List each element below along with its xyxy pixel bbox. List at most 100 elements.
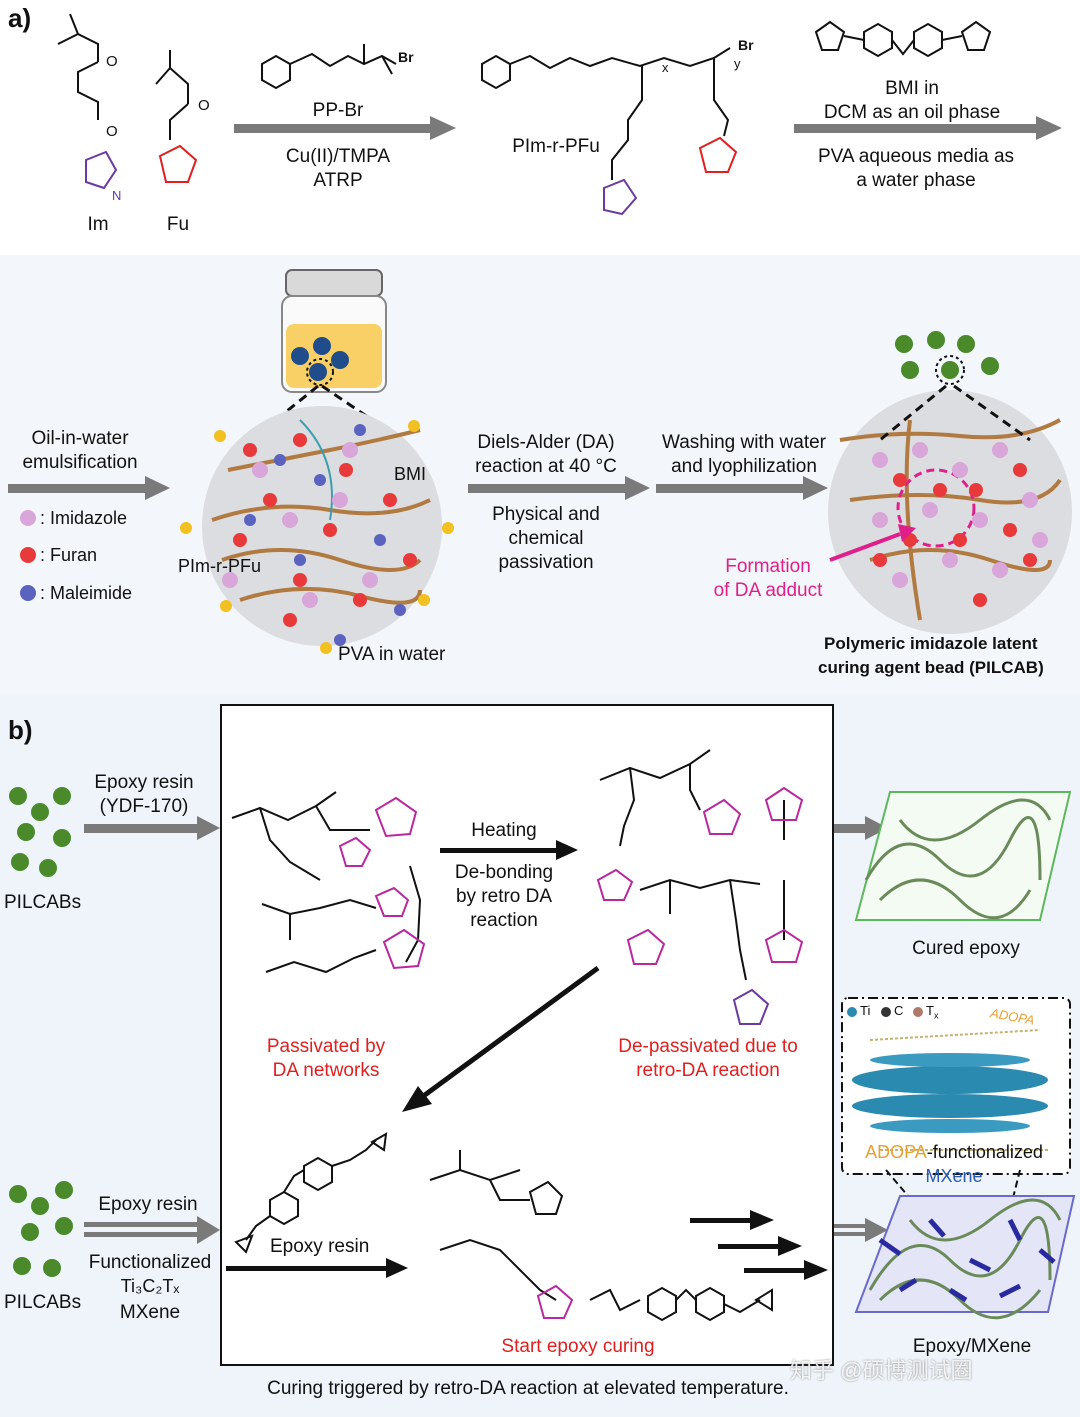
maleimide-dot	[354, 424, 366, 436]
furan-dot	[233, 533, 247, 547]
arrow-epoxy-top	[84, 816, 220, 840]
arrows-triple	[690, 1210, 828, 1280]
pva-surfactant-head	[180, 522, 192, 534]
furan-dot	[383, 493, 397, 507]
label-debond-3: reaction	[470, 910, 538, 931]
arrow-epoxy-bottom	[84, 1216, 220, 1244]
bmi-structure	[814, 20, 992, 58]
svg-text:x: x	[662, 60, 669, 75]
label-functionalized: Functionalized	[88, 1252, 212, 1273]
furan-dot	[339, 463, 353, 477]
label-pilcab-2: curing agent bead (PILCAB)	[818, 658, 1044, 677]
label-passivation-2: chemical	[508, 528, 584, 549]
imidazole-dot	[302, 592, 318, 608]
furan-legend-dot	[20, 547, 36, 563]
svg-text:N: N	[112, 188, 121, 203]
label-ppbr: PP-Br	[312, 100, 364, 121]
furan-dot	[293, 433, 307, 447]
label-epoxy-mxene: Epoxy/MXene	[912, 1336, 1032, 1357]
furan-maleimide-adduct	[969, 483, 983, 497]
imidazole-dot	[332, 492, 348, 508]
label-im: Im	[87, 214, 109, 235]
bead-dots-left	[222, 424, 417, 646]
jar-icon	[281, 269, 387, 393]
legend-tx-main: T	[926, 1003, 934, 1018]
label-wash-2: and lyophilization	[671, 456, 817, 477]
imidazole-dot	[912, 442, 928, 458]
legend-c: C	[894, 1003, 904, 1018]
pva-surfactant-head	[320, 642, 332, 654]
imidazole-dot	[252, 462, 268, 478]
label-debond-2: by retro DA	[455, 886, 553, 907]
furan-dot	[263, 493, 277, 507]
label-passivation-3: passivation	[498, 552, 594, 573]
pva-surfactant-head	[220, 600, 232, 612]
label-mxene-bottom: MXene	[119, 1302, 181, 1323]
label-pilcabs-top: PILCABs	[4, 892, 82, 913]
copolymer-imidazole-ring	[603, 178, 638, 216]
maleimide-dot	[394, 604, 406, 616]
imidazole-dot	[222, 572, 238, 588]
label-adduct-1: Formation	[725, 556, 811, 577]
maleimide-dot	[314, 474, 326, 486]
panel-b-label: b)	[8, 715, 33, 745]
label-bmi-oil: DCM as an oil phase	[823, 102, 1001, 123]
label-heating: Heating	[471, 820, 537, 841]
svg-text:O: O	[198, 97, 210, 114]
furan-maleimide-adduct	[973, 593, 987, 607]
depassivated-rings	[596, 786, 804, 965]
pva-surfactant-head	[442, 522, 454, 534]
maleimide-dot	[274, 454, 286, 466]
furan-dot	[323, 523, 337, 537]
legend-tx-sub: x	[933, 1010, 939, 1021]
imidazole-dot	[892, 572, 908, 588]
label-fu: Fu	[166, 214, 190, 235]
pilcab-bead	[828, 390, 1072, 634]
furan-maleimide-adduct	[1013, 463, 1027, 477]
watermark: 知乎 @硕博测试圈	[790, 1358, 973, 1383]
imidazole-dot	[872, 512, 888, 528]
legend-tx: Tx	[926, 1003, 939, 1021]
bead-label-bmi: BMI	[394, 464, 427, 484]
curing-polymer-structure	[429, 1150, 773, 1322]
mxene-caption: MXene	[925, 1166, 983, 1186]
furan-maleimide-adduct	[873, 553, 887, 567]
mechanism-box	[220, 704, 834, 1366]
furan-maleimide-adduct	[893, 473, 907, 487]
imidazole-dot	[952, 462, 968, 478]
maleimide-dot	[334, 634, 346, 646]
imidazole-legend-dot	[20, 510, 36, 526]
furan-ring-structure	[158, 144, 198, 183]
label-ti3c2tx: Ti₃C₂Tₓ	[120, 1276, 180, 1296]
cured-epoxy-block	[854, 791, 1072, 921]
arrow-to-epoxy-mxene	[834, 1218, 888, 1242]
epoxy-mxene-block	[854, 1195, 1076, 1320]
imidazole-dot	[1022, 492, 1038, 508]
pilcabs-bottom-beads	[9, 1181, 73, 1277]
legend-imidazole: : Imidazole	[40, 508, 128, 528]
arrow-epoxy-into-box	[226, 1258, 408, 1278]
label-pva-water-1: PVA aqueous media as	[817, 146, 1015, 167]
footer-caption: Curing triggered by retro-DA reaction at…	[267, 1378, 789, 1399]
bead-dots-right	[872, 442, 1048, 607]
label-da-2: reaction at 40 °C	[475, 456, 617, 477]
maleimide-dot	[294, 554, 306, 566]
label-epoxy-resin-top: Epoxy resin	[94, 772, 194, 793]
furan-dot	[403, 553, 417, 567]
panel-a-structures: O O N O Br x y Br	[8, 13, 1072, 654]
imidazole-dot	[992, 562, 1008, 578]
legend-furan: : Furan	[40, 545, 98, 565]
curing-imidazolium-ring	[536, 1284, 574, 1319]
furan-maleimide-adduct	[1023, 553, 1037, 567]
svg-text:O: O	[106, 123, 118, 140]
furan-dot	[243, 443, 257, 457]
imidazole-dot	[942, 552, 958, 568]
svg-text:Br: Br	[738, 37, 754, 53]
copolymer-structure	[481, 47, 731, 180]
legend-ti: Ti	[860, 1003, 871, 1018]
imidazole-ring-structure	[85, 150, 118, 190]
pva-surfactant-head	[214, 430, 226, 442]
epoxy-monomer-structure	[234, 1132, 388, 1254]
